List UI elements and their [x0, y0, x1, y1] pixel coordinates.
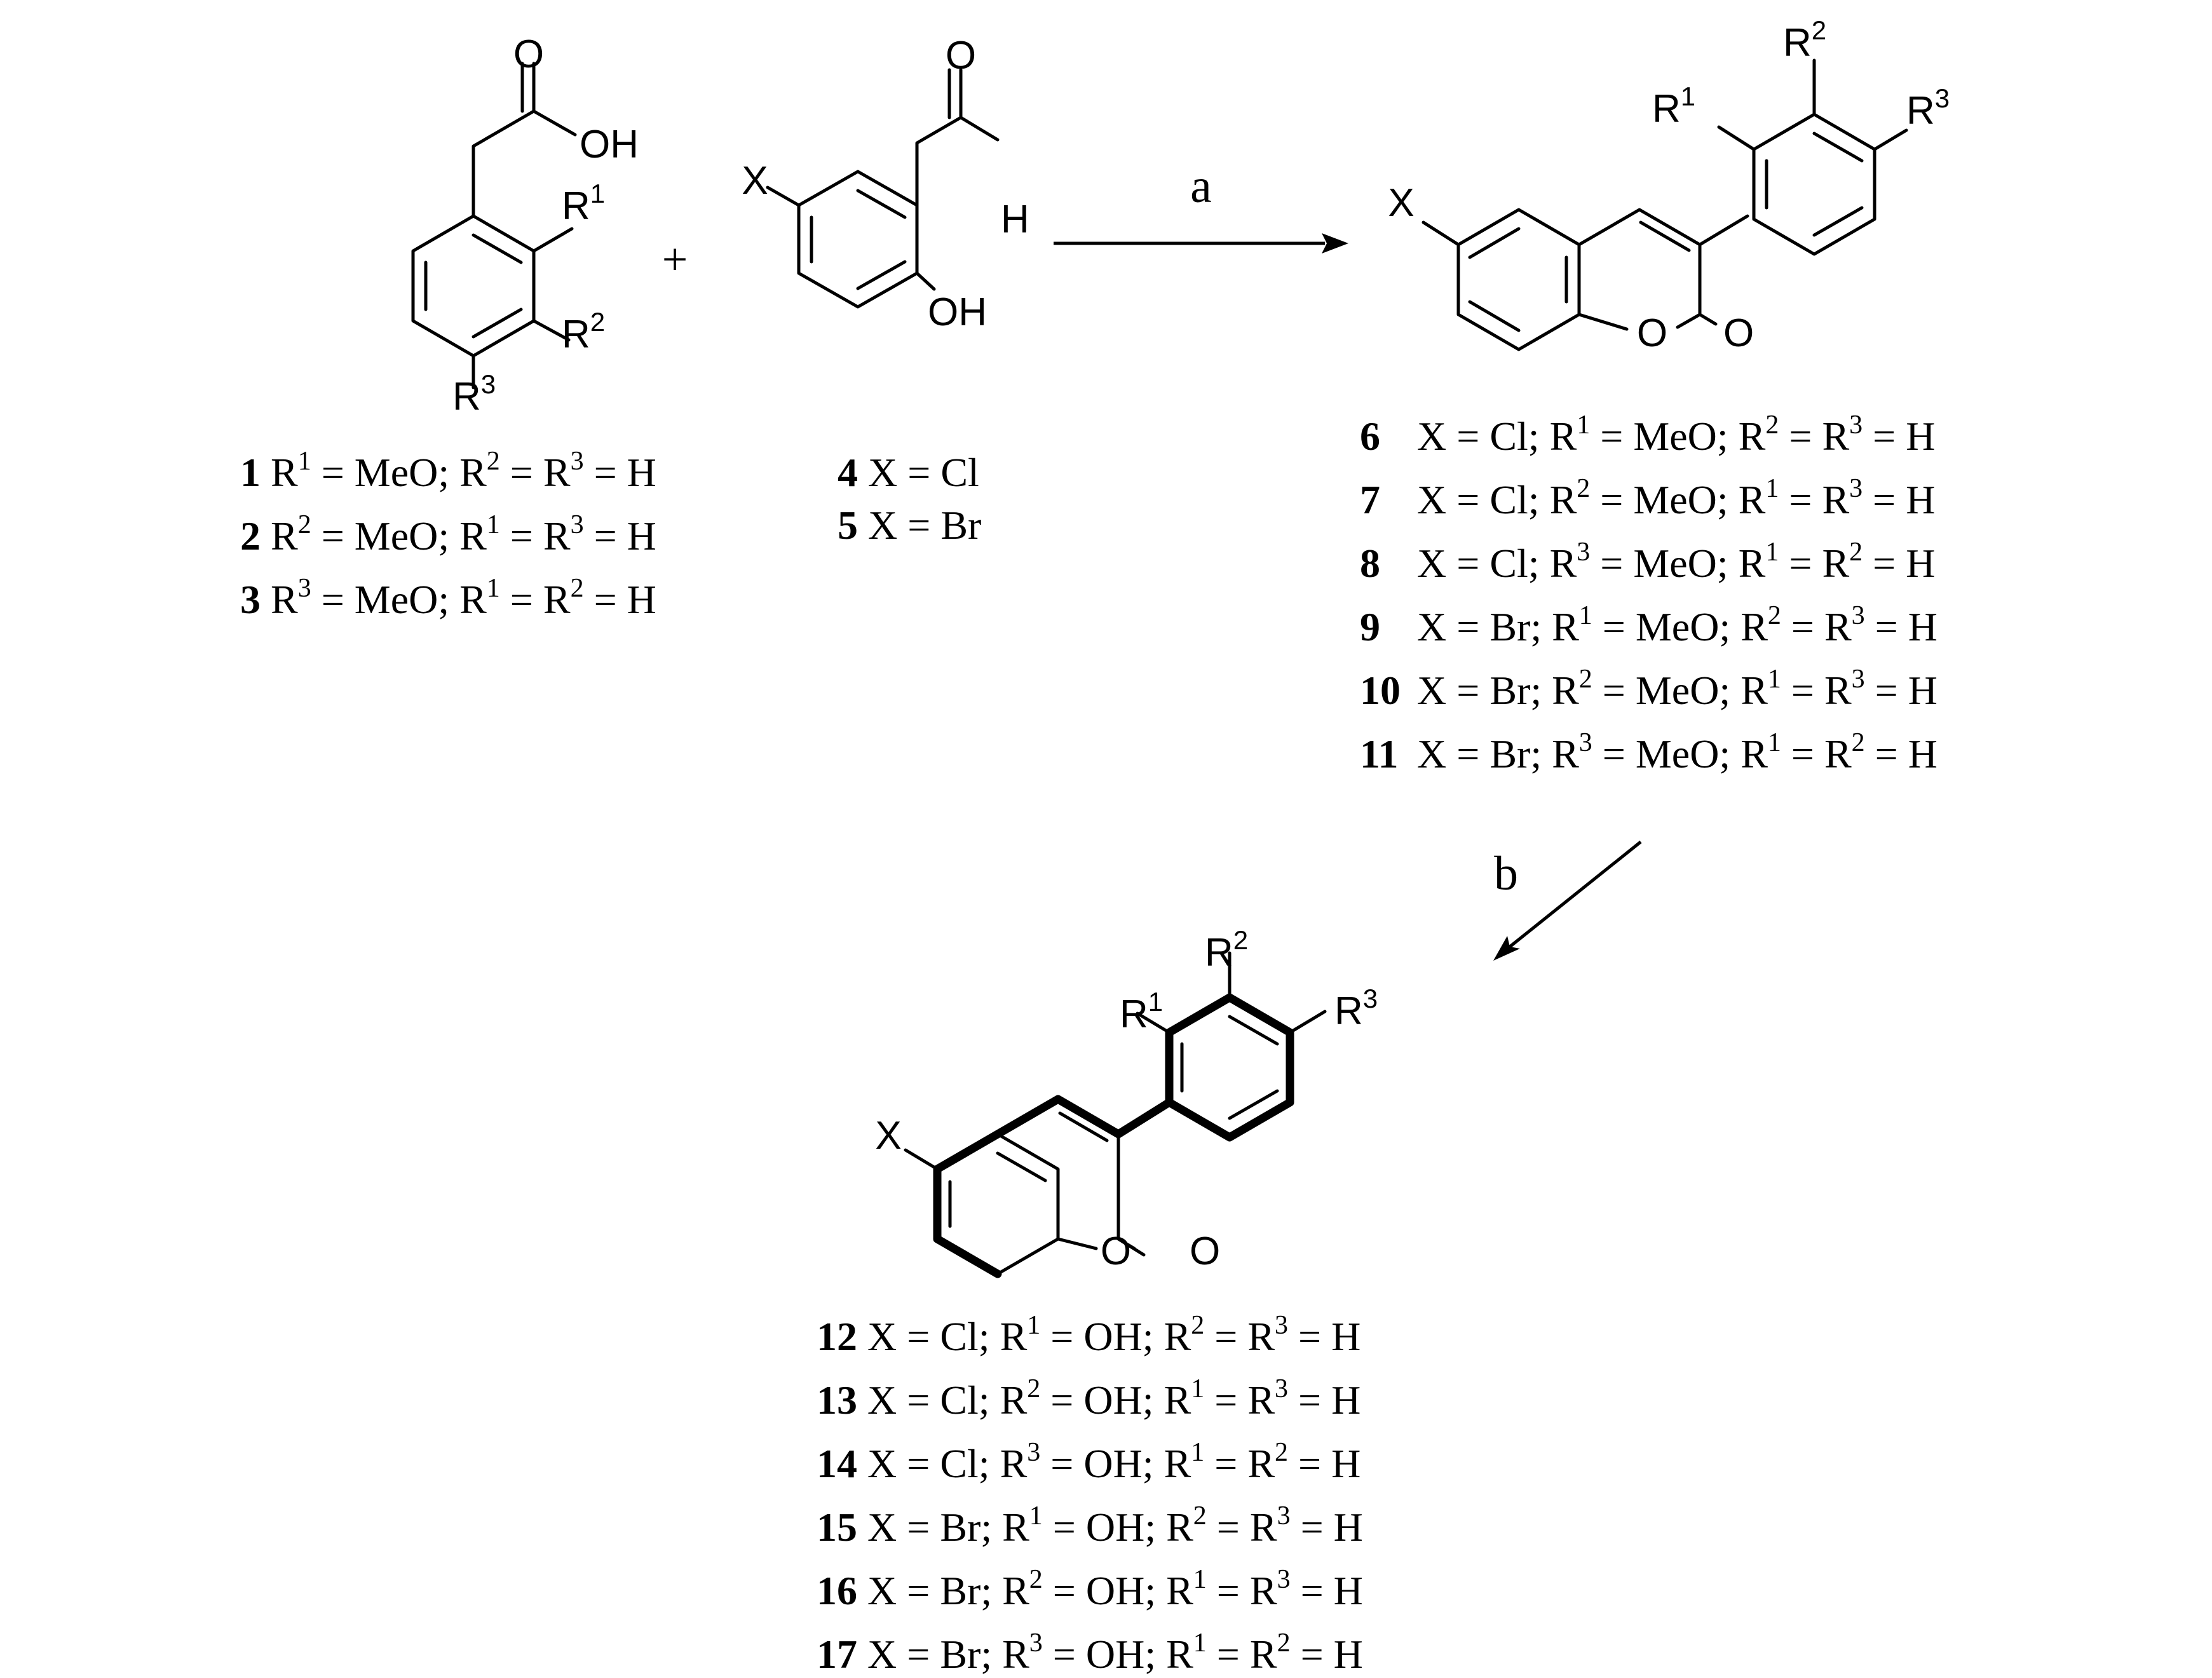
compound-label-14: 14 X = Cl; R3 = OH; R1 = R2 = H [817, 1438, 1360, 1486]
arrow-b-label: b [1494, 847, 1518, 900]
coumarin-carbonyl-oxygen: O [1190, 1229, 1220, 1273]
methoxy-coumarin-bonds [1422, 58, 1908, 351]
hydroxy-coumarin-bold-bonds [933, 993, 1294, 1278]
arylacetic-acid-legend: 1 R1 = MeO; R2 = R3 = H 2 R2 = MeO; R1 = … [240, 447, 656, 622]
arrow-b-head [1493, 936, 1520, 961]
salicylaldehyde-structure: O H OH X [742, 34, 1029, 334]
arylacetic-acid-structure: O OH R1 R2 R3 [411, 32, 639, 419]
substituent-r2: R2 [1783, 15, 1826, 65]
arylacetic-acid-bonds [411, 62, 577, 389]
aldehyde-oxygen: O [946, 34, 976, 78]
compound-label-12: 12 X = Cl; R1 = OH; R2 = R3 = H [817, 1311, 1360, 1359]
substituent-r1: R1 [562, 179, 605, 228]
salicylaldehyde-bonds [766, 68, 1000, 309]
aldehyde-hydrogen: H [1001, 198, 1029, 241]
substituent-r2: R2 [562, 307, 605, 356]
compound-label-4: 4 X = Cl [838, 450, 979, 495]
methoxy-coumarin-structure: O O X R1 R2 R3 [1388, 15, 1950, 355]
arrow-a-label: a [1190, 159, 1212, 213]
substituent-r3: R3 [452, 369, 496, 419]
substituent-r3: R3 [1334, 984, 1378, 1033]
halogen-x: X [1388, 181, 1414, 225]
phenol-hydroxyl: OH [928, 290, 987, 334]
compound-label-2: 2 R2 = MeO; R1 = R3 = H [240, 510, 656, 558]
acid-hydroxyl: OH [580, 123, 639, 166]
plus-sign: + [662, 234, 688, 285]
arrow-a-head [1322, 233, 1348, 254]
compound-label-5: 5 X = Br [838, 503, 981, 548]
halogen-x: X [875, 1114, 901, 1158]
compound-label-17: 17 X = Br; R3 = OH; R1 = R2 = H [817, 1628, 1363, 1677]
compound-label-1: 1 R1 = MeO; R2 = R3 = H [240, 447, 656, 495]
substituent-r1: R1 [1652, 81, 1695, 131]
hydroxy-coumarin-legend: 12 X = Cl; R1 = OH; R2 = R3 = H 13 X = Cl… [817, 1311, 1363, 1677]
compound-label-15: 15 X = Br; R1 = OH; R2 = R3 = H [817, 1501, 1363, 1550]
compound-label-16: 16 X = Br; R2 = OH; R1 = R3 = H [817, 1565, 1363, 1613]
arrow-b-shaft [1509, 841, 1642, 948]
compound-label-13: 13 X = Cl; R2 = OH; R1 = R3 = H [817, 1374, 1360, 1423]
compound-label-3: 3 R3 = MeO; R1 = R2 = H [240, 574, 656, 622]
coumarin-ring-oxygen: O [1101, 1229, 1131, 1273]
coumarin-ring-oxygen: O [1637, 311, 1667, 355]
acid-carbonyl-oxygen: O [513, 32, 544, 76]
reaction-arrow-a[interactable]: a [1054, 159, 1348, 254]
reaction-arrow-b[interactable]: b [1493, 841, 1642, 961]
coumarin-carbonyl-oxygen: O [1723, 311, 1754, 355]
hydroxy-coumarin-bonds [904, 951, 1327, 1276]
substituent-r2: R2 [1205, 925, 1248, 975]
halogen-x: X [742, 159, 768, 203]
hydroxy-coumarin-structure: O O X R1 R2 R3 [875, 925, 1378, 1278]
salicylaldehyde-legend: 4 X = Cl 5 X = Br [838, 450, 981, 548]
substituent-r1: R1 [1120, 987, 1163, 1036]
substituent-r3: R3 [1906, 83, 1950, 133]
